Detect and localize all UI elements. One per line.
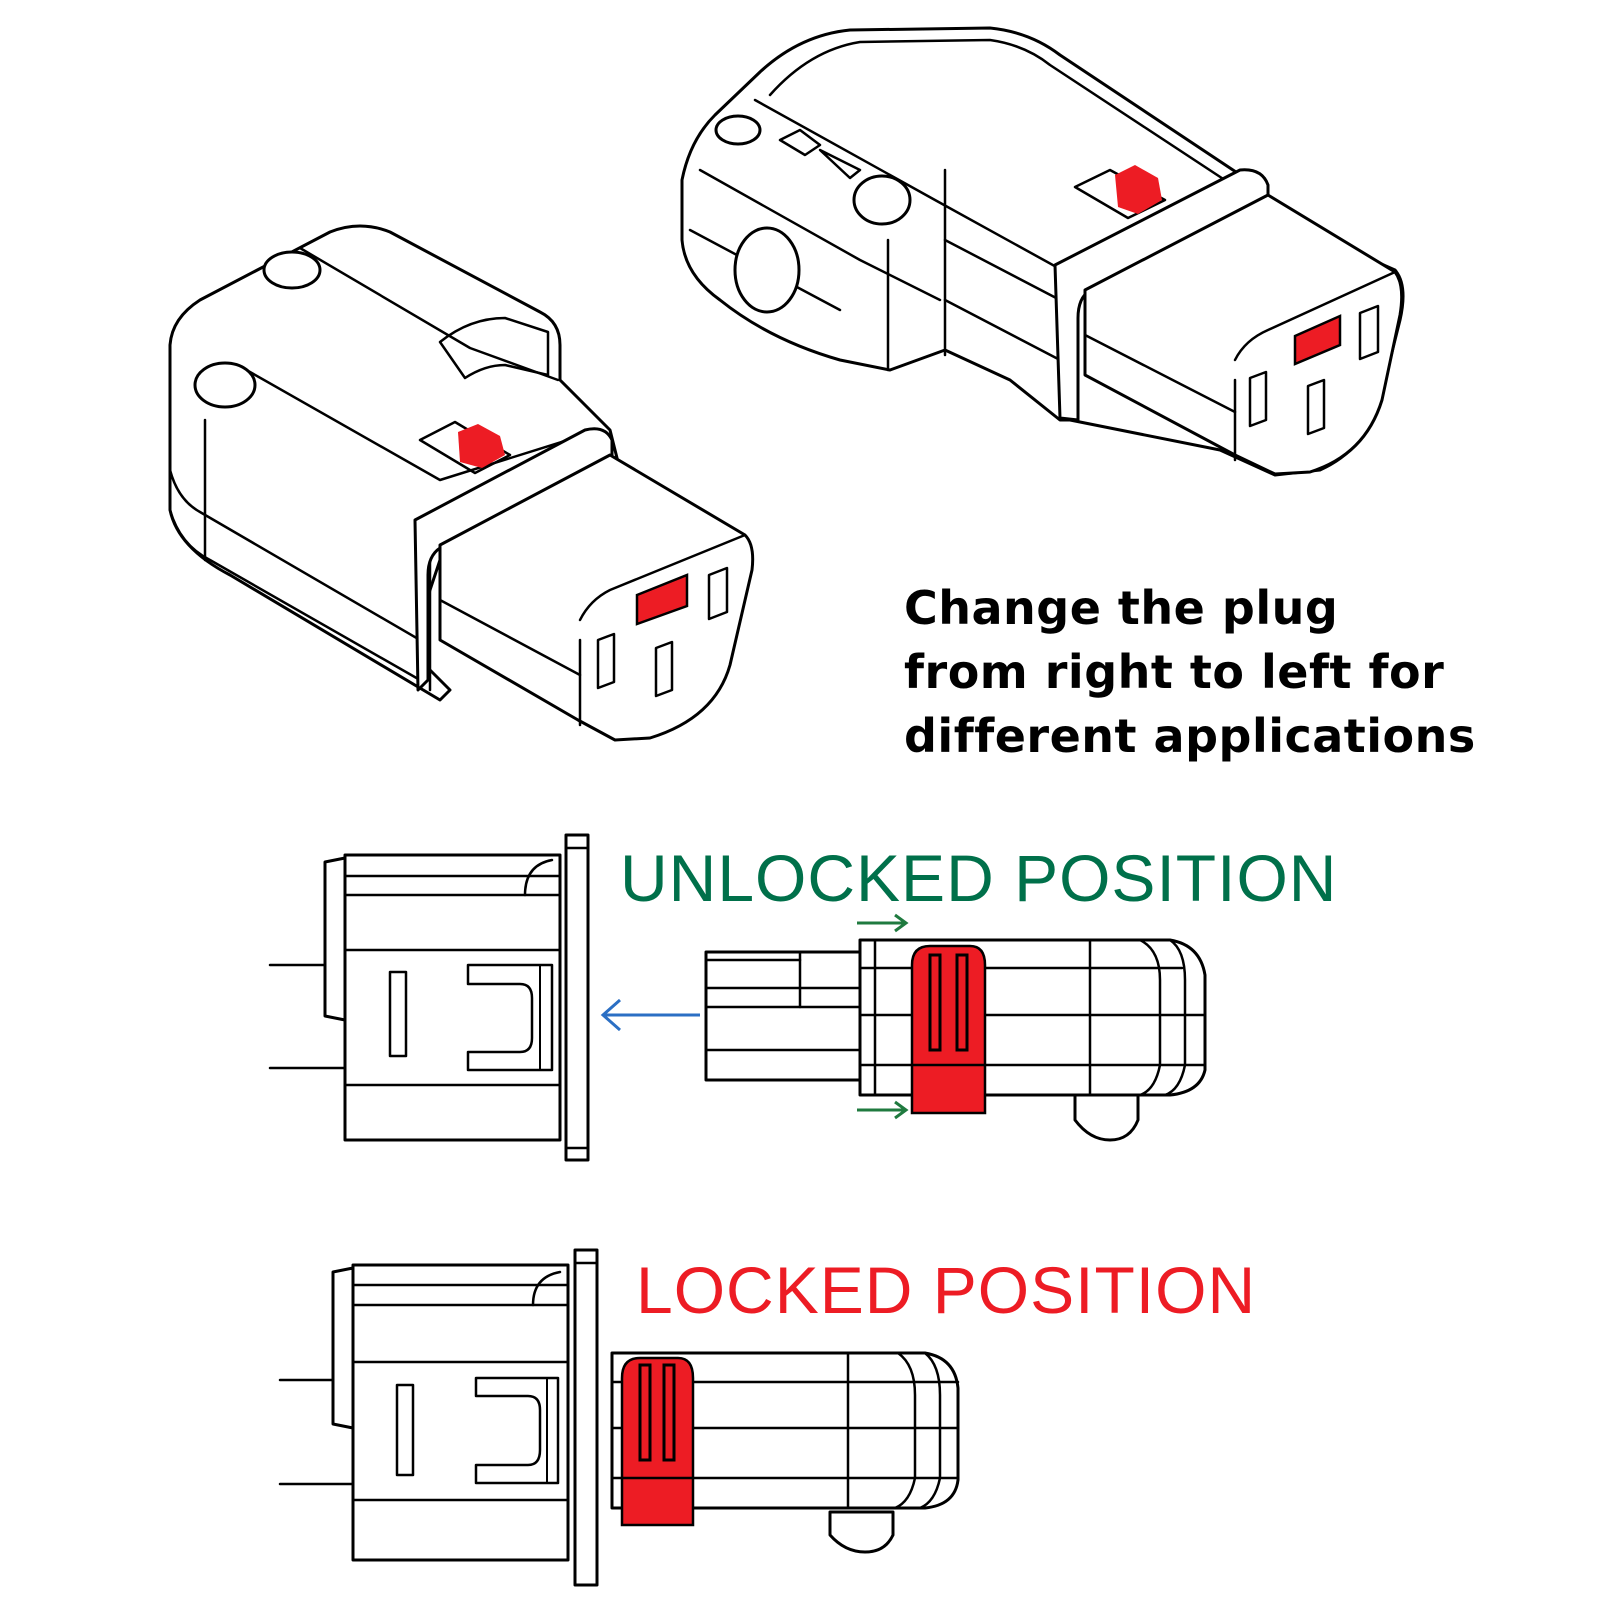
inlet-unlocked — [268, 833, 590, 1162]
caption-line: from right to left for — [904, 645, 1445, 699]
plug-unlocked — [704, 938, 1207, 1142]
caption-line: different applications — [904, 709, 1476, 763]
locked-position-label: LOCKED POSITION — [636, 1253, 1257, 1327]
plug-right-socket-face — [1083, 193, 1404, 476]
inlet-flange — [564, 833, 590, 1162]
socket-slot — [654, 640, 674, 698]
caption-text: Change the plug from right to left for d… — [904, 576, 1544, 768]
lock-button — [1115, 165, 1162, 214]
screw-hole — [714, 114, 762, 146]
caption-line: Change the plug — [904, 581, 1339, 635]
screw-hole — [193, 361, 257, 409]
lock-indicator — [1293, 314, 1342, 366]
isometric-plug-right — [680, 26, 1405, 477]
inlet-flange — [573, 1248, 599, 1587]
lock-slider-locked — [620, 1356, 695, 1527]
lock-button — [458, 424, 505, 468]
unlocked-position-label: UNLOCKED POSITION — [620, 841, 1338, 915]
inlet-locked — [278, 1248, 599, 1587]
inlet-slot — [388, 970, 408, 1058]
socket-slot — [1358, 304, 1380, 361]
inlet-slot — [395, 1383, 415, 1477]
lock-indicator — [635, 573, 689, 626]
socket-slot — [707, 566, 729, 621]
plug-locked — [610, 1351, 960, 1554]
socket-slot — [1306, 378, 1326, 436]
socket-slot — [1248, 370, 1268, 428]
isometric-plug-left — [168, 224, 755, 742]
insert-direction-arrow-icon — [600, 998, 700, 1032]
slide-direction-arrow-icon — [857, 913, 909, 933]
screw-hole — [852, 174, 912, 226]
cord-exit — [733, 226, 801, 314]
screw-hole — [262, 250, 322, 290]
lock-slider-unlocked — [910, 944, 987, 1115]
socket-slot — [596, 632, 616, 690]
slide-direction-arrow-icon — [857, 1100, 909, 1120]
